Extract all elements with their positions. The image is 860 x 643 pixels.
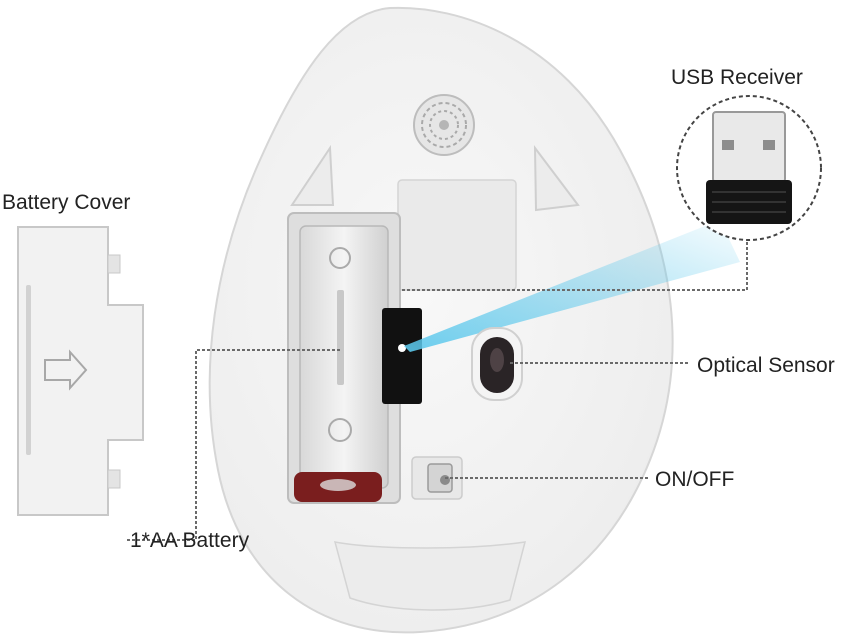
on-off-label: ON/OFF [655,468,735,491]
receiver-beam [404,220,740,352]
arrow-icon [44,349,88,391]
leader-battery [125,349,340,541]
battery-cover [17,226,144,516]
grille [413,94,475,156]
foot-right [533,144,580,212]
usb-receiver-label: USB Receiver [671,66,803,89]
usb-receiver [676,95,822,241]
leader-lines [125,240,748,541]
optical-sensor-label: Optical Sensor [697,354,835,377]
receiver-slot [382,308,422,404]
optical-sensor [471,327,523,401]
leader-usb [402,240,748,291]
on-off-switch [411,456,463,500]
foot-left [290,144,335,206]
battery-cover-label: Battery Cover [2,191,131,214]
aa-battery-label: 1*AA Battery [130,529,250,552]
battery-compartment [287,212,401,504]
bottom-groove [333,541,527,611]
label-recess [397,179,517,291]
